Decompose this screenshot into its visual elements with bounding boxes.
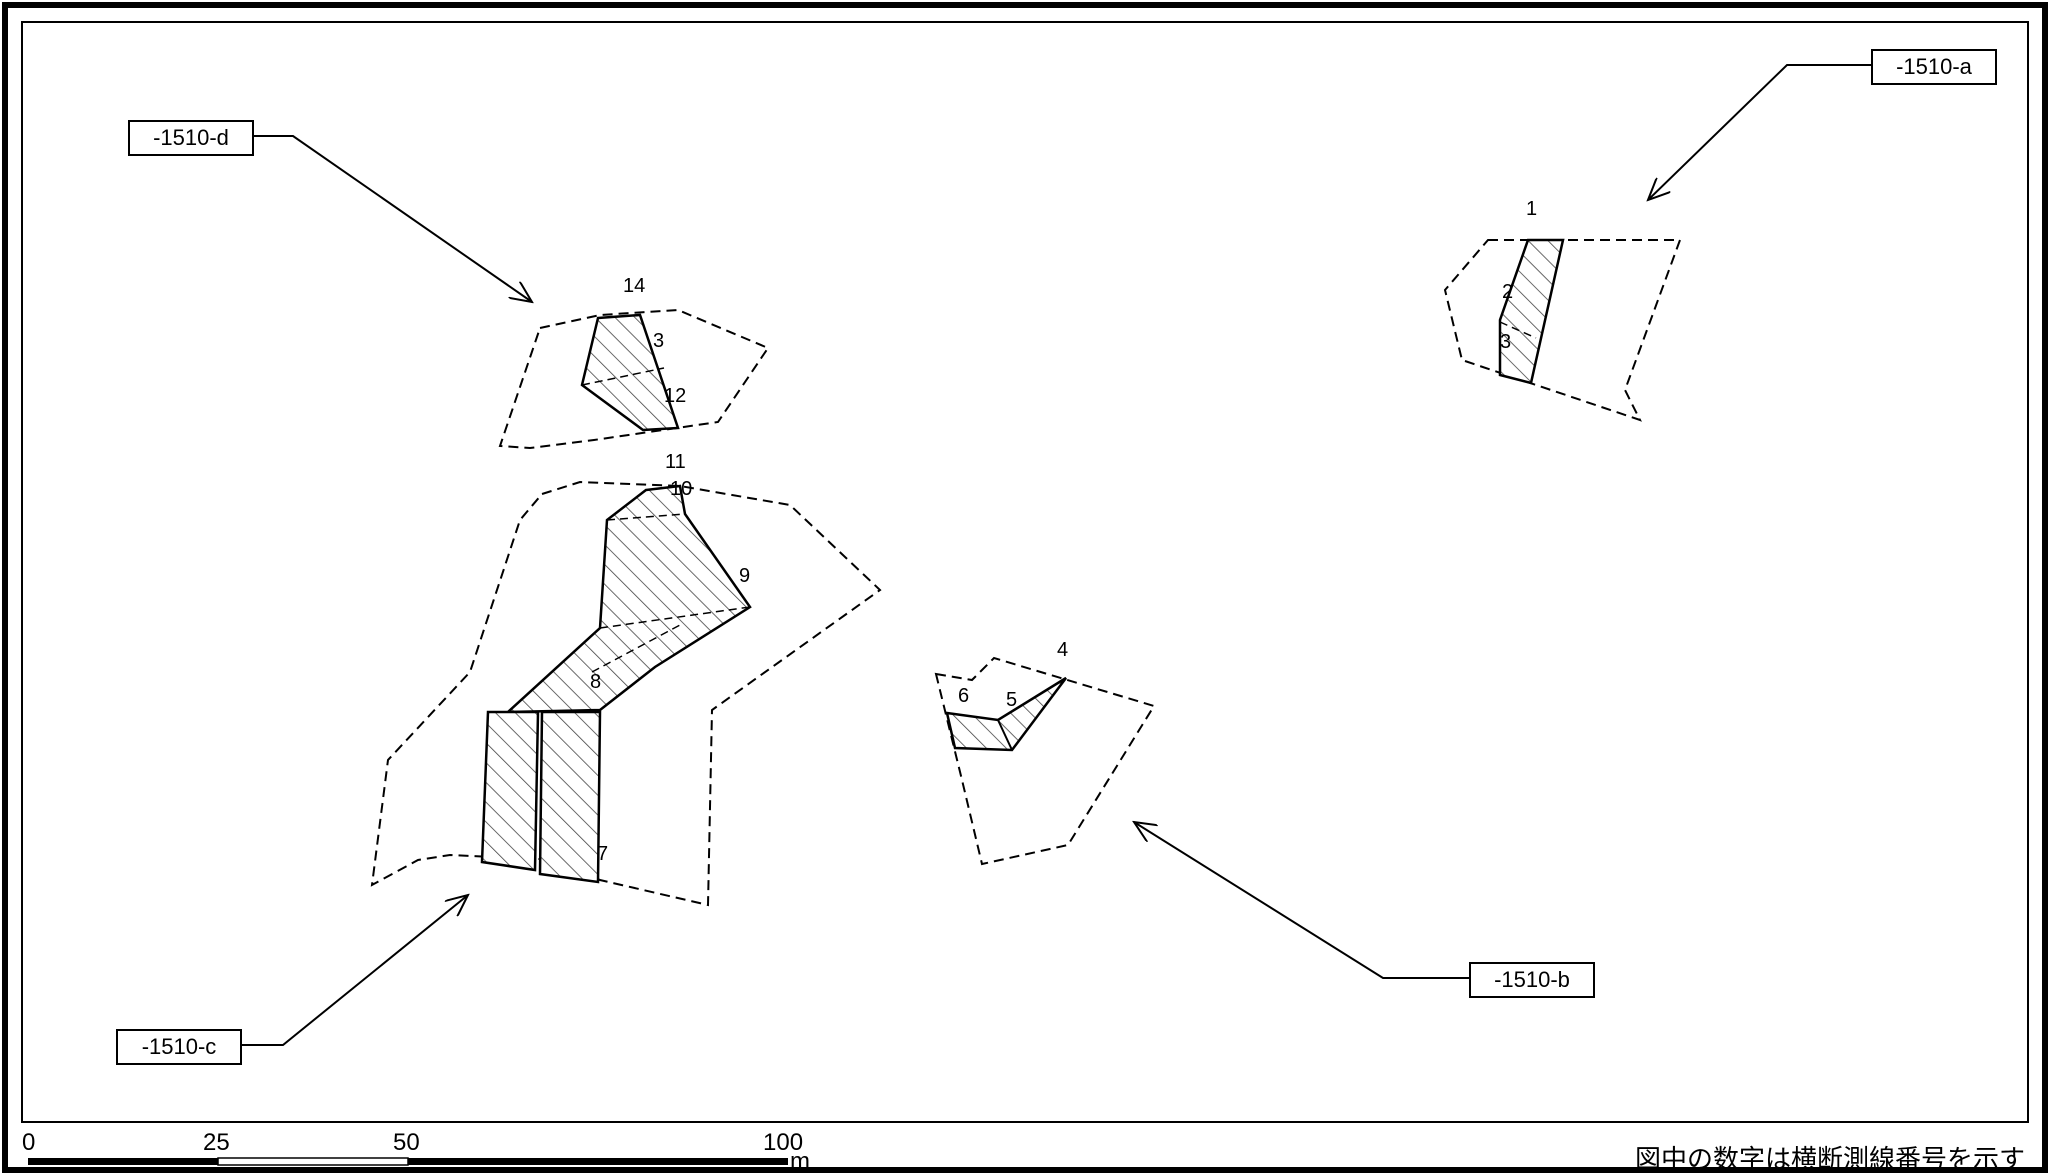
- block-d-outline: [498, 308, 770, 450]
- callout-b[interactable]: -1510-b: [1134, 822, 1595, 998]
- callout-c-label: -1510-c: [142, 1034, 217, 1059]
- section-number-8: 8: [590, 671, 601, 693]
- block-c-hatched-upper: [504, 484, 752, 714]
- callout-c-leader: [241, 895, 468, 1046]
- section-number-14: 14: [623, 275, 645, 297]
- section-number-11: 11: [665, 451, 686, 473]
- callout-b-leader: [1134, 822, 1470, 979]
- block-b-outline: [934, 656, 1156, 866]
- block-c-hatched-lower-left: [480, 710, 540, 872]
- scale-unit: m: [790, 1148, 810, 1175]
- scale-tick-25: 25: [203, 1129, 230, 1156]
- callout-d-leader: [253, 135, 532, 302]
- callout-d-label: -1510-d: [153, 125, 229, 150]
- block-c-outline: [370, 480, 882, 907]
- scale-bar: 0 25 50 100 m: [22, 1129, 810, 1175]
- scale-tick-100: 100: [763, 1129, 803, 1156]
- block-a-outline: [1443, 239, 1682, 422]
- section-number-5: 5: [1006, 689, 1017, 711]
- map-frame: [21, 21, 2029, 1123]
- callout-c[interactable]: -1510-c: [116, 895, 468, 1065]
- section-number-3-block-a: 3: [1500, 331, 1511, 353]
- block-a-hatched-area: [1498, 238, 1565, 385]
- section-number-9: 9: [739, 565, 750, 587]
- callout-d-box: [128, 120, 254, 156]
- block-c: [370, 480, 882, 907]
- scale-bar-segment: [217, 1157, 409, 1166]
- block-a: [1443, 238, 1682, 422]
- block-d-hatched-area: [580, 313, 680, 432]
- scale-tick-0: 0: [22, 1129, 35, 1156]
- scale-bar-segment: [28, 1158, 218, 1165]
- block-b-hatched-area: [945, 676, 1067, 752]
- scale-bar-segment: [408, 1158, 788, 1165]
- section-numbers: 1 2 3 4 5 6 7 8 9 10 11 12 3 14: [590, 198, 1537, 865]
- block-b: [934, 656, 1156, 866]
- section-number-3-block-d: 3: [653, 330, 664, 352]
- scale-tick-50: 50: [393, 1129, 420, 1156]
- section-number-10: 10: [670, 478, 692, 500]
- callout-b-box: [1469, 962, 1595, 998]
- legend-note: 図中の数字は横断測線番号を示す: [1635, 1145, 2025, 1175]
- section-number-12: 12: [664, 385, 686, 407]
- callout-b-label: -1510-b: [1494, 967, 1570, 992]
- callout-a-leader: [1648, 64, 1872, 200]
- block-c-hatched-lower-right: [538, 710, 602, 884]
- callout-c-box: [116, 1029, 242, 1065]
- section-number-6: 6: [958, 685, 969, 707]
- section-number-2: 2: [1502, 281, 1513, 303]
- callout-a-box: [1871, 49, 1997, 85]
- section-number-1: 1: [1526, 198, 1537, 220]
- block-d: [498, 308, 770, 450]
- callout-a-label: -1510-a: [1896, 54, 1973, 79]
- section-number-4: 4: [1057, 639, 1068, 661]
- callout-a[interactable]: -1510-a: [1648, 49, 1997, 200]
- section-number-7: 7: [597, 843, 608, 865]
- callout-d[interactable]: -1510-d: [128, 120, 532, 302]
